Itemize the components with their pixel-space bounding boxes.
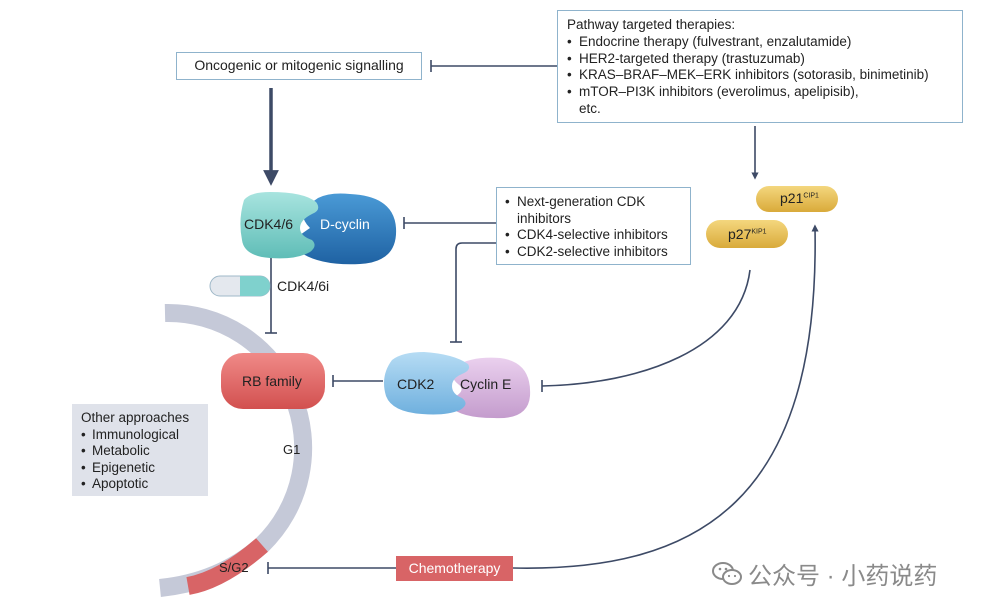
other-approaches-box: Other approaches Immunological Metabolic… <box>72 404 208 496</box>
p21-shape <box>756 186 838 212</box>
chemotherapy-box: Chemotherapy <box>396 556 513 581</box>
p27-superscript: KIP1 <box>751 228 767 236</box>
sg2-label: S/G2 <box>219 560 249 575</box>
pathway-therapies-title: Pathway targeted therapies: <box>567 17 736 32</box>
p21-label: p21CIP1 <box>780 190 819 206</box>
other-approaches-title: Other approaches <box>81 410 190 425</box>
cdk2-label: CDK2 <box>397 376 435 392</box>
other-approach-item: Apoptotic <box>81 476 208 493</box>
g1-label: G1 <box>283 442 301 457</box>
p27-shape <box>706 220 788 248</box>
cdk46-label: CDK4/6 <box>244 216 294 232</box>
watermark-text: 公众号 · 小药说药 <box>748 563 938 590</box>
cyclin-e-label: Cyclin E <box>460 376 512 392</box>
pathway-therapies-list: Endocrine therapy (fulvestrant, enzaluta… <box>567 34 962 101</box>
cdk-inhibitors-box: Next-generation CDK inhibitors CDK4-sele… <box>496 187 691 265</box>
p27-label: p27KIP1 <box>728 226 767 242</box>
chemo-to-p21-arrow <box>512 224 819 569</box>
cdk46i-label: CDK4/6i <box>277 278 330 294</box>
cdk46i-pill <box>209 275 271 297</box>
cdk46-shape <box>240 192 319 259</box>
p21-text: p21 <box>780 190 804 206</box>
pathway-item: mTOR–PI3K inhibitors (everolimus, apelip… <box>567 84 962 101</box>
pathway-item: Endocrine therapy (fulvestrant, enzaluta… <box>567 34 962 51</box>
cdk46-dcyclin-complex <box>240 192 397 265</box>
pathway-therapies-box: Pathway targeted therapies: Endocrine th… <box>557 10 963 123</box>
cyclin-e-shape <box>448 357 531 419</box>
cdk2-cyclin-e-complex <box>384 352 531 419</box>
cdk-inhibitor-item: CDK4-selective inhibitors <box>505 227 690 244</box>
cdk2-shape <box>384 352 470 415</box>
cdk-inhibitor-item: Next-generation CDK inhibitors <box>505 194 667 227</box>
p27-text: p27 <box>728 226 752 242</box>
oncogenic-signalling-label: Oncogenic or mitogenic signalling <box>194 57 404 73</box>
cdk-inhibitors-list: Next-generation CDK inhibitors CDK4-sele… <box>505 194 690 260</box>
rb-family-label: RB family <box>242 373 302 389</box>
pathway-item: HER2-targeted therapy (trastuzumab) <box>567 51 962 68</box>
oncogenic-signalling-box: Oncogenic or mitogenic signalling <box>176 52 422 80</box>
cell-cycle-arc <box>158 303 313 597</box>
other-approaches-list: Immunological Metabolic Epigenetic Apopt… <box>81 427 208 493</box>
rb-family-shape <box>221 353 325 409</box>
pathway-item-etc: etc. <box>579 100 601 116</box>
other-approach-item: Metabolic <box>81 443 208 460</box>
pathway-item: KRAS–BRAF–MEK–ERK inhibitors (sotorasib,… <box>567 67 962 84</box>
dcyclin-label: D-cyclin <box>320 216 370 232</box>
d-cyclin-shape <box>294 193 397 265</box>
chemotherapy-label: Chemotherapy <box>408 560 501 576</box>
watermark: 公众号 · 小药说药 <box>712 556 937 591</box>
wechat-icon <box>712 561 742 585</box>
other-approach-item: Immunological <box>81 427 208 444</box>
p27-to-cyclin-e-curve <box>541 269 751 387</box>
cdk-inhibitors-to-cdk2-line <box>455 242 496 342</box>
cdk-inhibitor-item: CDK2-selective inhibitors <box>505 244 690 261</box>
other-approach-item: Epigenetic <box>81 460 208 477</box>
p21-superscript: CIP1 <box>803 192 819 200</box>
